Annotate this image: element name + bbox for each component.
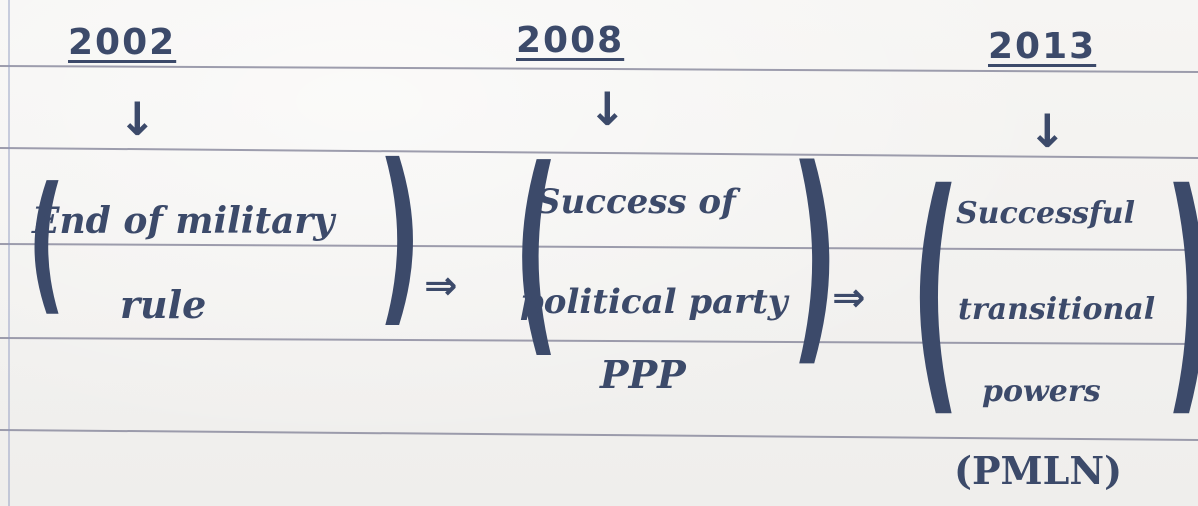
margin-line bbox=[8, 0, 10, 506]
down-arrow-icon: ↓ bbox=[1028, 104, 1067, 158]
event-3-line-1: Successful bbox=[956, 196, 1135, 231]
event-3-line-3: powers bbox=[982, 374, 1101, 409]
rule-line bbox=[0, 337, 1198, 345]
down-arrow-icon: ↓ bbox=[118, 92, 157, 146]
year-2002: 2002 bbox=[68, 22, 177, 63]
event-3-line-4: (PMLN) bbox=[954, 448, 1123, 493]
close-paren-3: ) bbox=[1164, 160, 1198, 420]
event-2-line-3: PPP bbox=[600, 352, 686, 397]
event-3-line-2: transitional bbox=[958, 292, 1156, 327]
event-2-line-2: political party bbox=[520, 282, 788, 322]
close-paren-1: ) bbox=[377, 124, 422, 345]
down-arrow-icon: ↓ bbox=[588, 82, 627, 136]
year-2008: 2008 bbox=[516, 20, 625, 61]
event-1-line-2: rule bbox=[120, 282, 207, 327]
event-1-line-1: End of military bbox=[32, 200, 335, 242]
rule-line bbox=[0, 147, 1198, 159]
open-paren-2: ( bbox=[513, 122, 559, 378]
rule-line bbox=[0, 243, 1198, 251]
close-paren-2: ) bbox=[790, 121, 839, 388]
event-2-line-1: Success of bbox=[536, 182, 736, 222]
year-2013: 2013 bbox=[988, 26, 1097, 67]
rule-line bbox=[0, 429, 1198, 441]
implies-arrow-2: ⇒ bbox=[832, 275, 866, 321]
open-paren-1: ( bbox=[27, 156, 66, 330]
implies-arrow-1: ⇒ bbox=[424, 263, 458, 309]
rule-line bbox=[0, 65, 1198, 73]
open-paren-3: ( bbox=[910, 139, 961, 441]
